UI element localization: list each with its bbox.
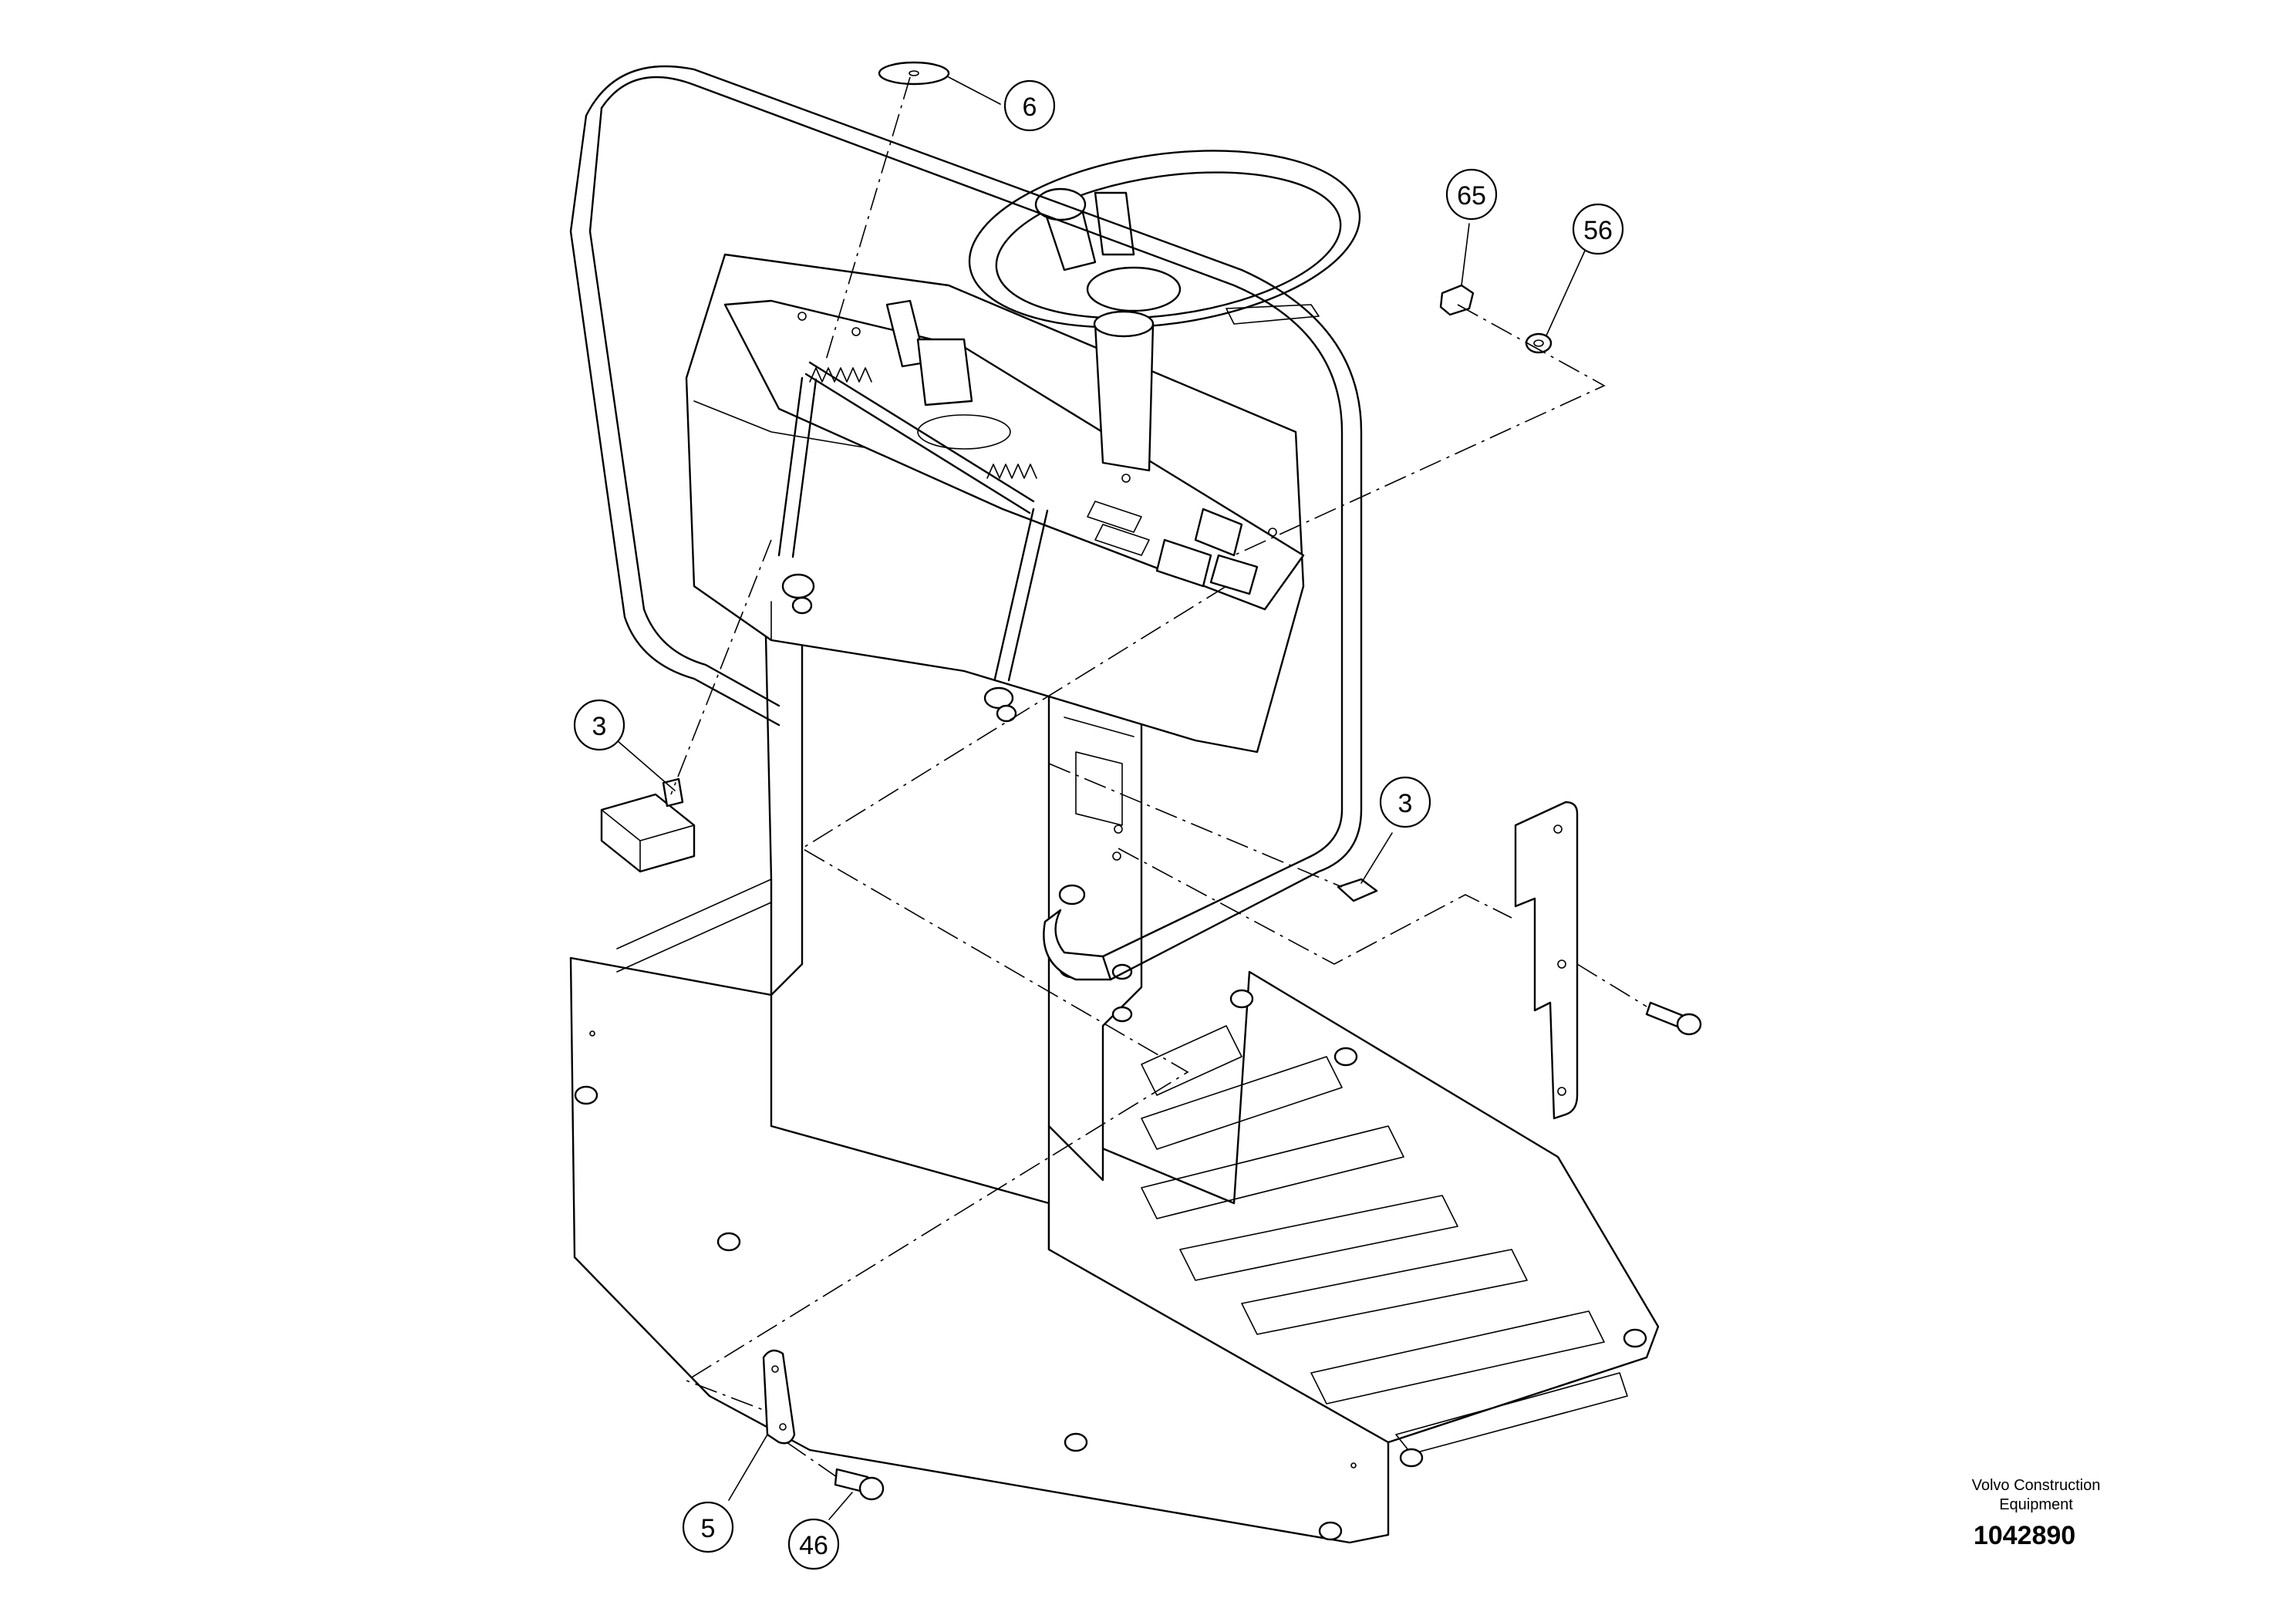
column-housing <box>762 531 1143 1182</box>
callout-leaders <box>616 76 1586 1520</box>
small-plate <box>762 1349 796 1445</box>
company-name-line1: Volvo Construction <box>1972 1477 2101 1494</box>
callout-label: 56 <box>1583 216 1613 245</box>
rocker-switch <box>600 793 696 873</box>
callout-5: 5 <box>682 1501 734 1553</box>
assembly-lines <box>670 76 1647 1478</box>
callout-label: 3 <box>1398 789 1413 818</box>
control-levers <box>777 299 1049 723</box>
callout-56: 56 <box>1572 203 1624 255</box>
callout-label: 6 <box>1023 93 1037 122</box>
steering-wheel <box>968 150 1361 472</box>
side-bracket-plate <box>1514 801 1579 1120</box>
callout-6: 6 <box>1003 79 1056 132</box>
callout-65: 65 <box>1445 168 1498 221</box>
callout-label: 5 <box>701 1514 716 1543</box>
callout-3-right: 3 <box>1379 776 1431 828</box>
loose-parts <box>600 61 1702 1501</box>
callout-label: 46 <box>799 1531 828 1560</box>
drawing-number: 1042890 <box>1974 1521 2075 1550</box>
small-switch <box>1337 878 1378 902</box>
grab-rail <box>569 65 1363 981</box>
callout-label: 65 <box>1457 181 1486 211</box>
decal-disc <box>878 61 950 86</box>
callout-46: 46 <box>787 1518 840 1570</box>
callout-label: 3 <box>592 712 607 741</box>
title-block: Volvo Construction Equipment 1042890 <box>1972 1477 2101 1550</box>
company-name-line2: Equipment <box>1999 1496 2073 1513</box>
callout-3-left: 3 <box>573 699 625 751</box>
